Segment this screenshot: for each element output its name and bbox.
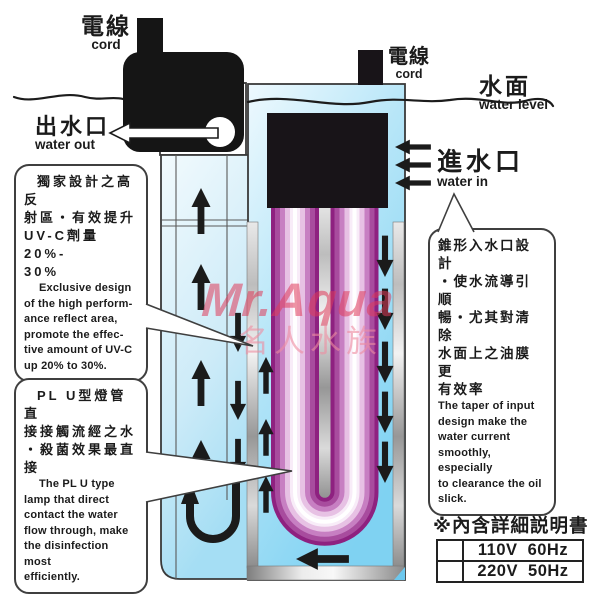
unit-cord-stub (358, 50, 383, 85)
voltage-checkbox-cell (438, 541, 464, 560)
callout-taper-zh: 錐形入水口設計 ・使水流導引順 暢・尤其對清除 水面上之油膜更 有效率 (438, 238, 531, 397)
reflector-right (392, 221, 405, 569)
voltage-spec: 110V 60Hz (477, 541, 569, 559)
voltage-checkbox-cell (438, 562, 464, 581)
pump-cord-stub (137, 18, 163, 56)
cord-pump-zh: 電線 (81, 13, 131, 39)
water-out-en: water out (35, 137, 96, 153)
uv-lamp (271, 196, 379, 546)
table-row: 110V 60Hz (438, 541, 582, 560)
callout-lamp-zh: PL U型燈管直 接接觸流經之水 ・殺菌效果最直 接 (24, 388, 137, 475)
cord-pump-en: cord (91, 37, 121, 53)
label-water-level: 水面 water level (479, 74, 548, 112)
label-water-out: 出水口 water out (35, 115, 110, 152)
callout-pl-lamp: PL U型燈管直 接接觸流經之水 ・殺菌效果最直 接 The PL U type… (14, 378, 148, 594)
water-out-arrow (108, 121, 219, 145)
voltage-spec: 220V 50Hz (477, 562, 569, 580)
water-in-zh: 進水口 (437, 148, 525, 176)
water-in-en: water in (437, 174, 489, 190)
water-level-zh: 水面 (479, 73, 531, 99)
label-water-in: 進水口 water in (437, 149, 524, 189)
water-line-left (12, 93, 125, 101)
reflector-left (246, 221, 259, 569)
label-cord-pump: 電線 cord (76, 14, 136, 52)
table-row: 220V 50Hz (438, 560, 582, 581)
pump-outlet (205, 117, 235, 147)
callout-lamp-en: The PL U type lamp that direct contact t… (24, 478, 129, 583)
inlet-housing (267, 113, 388, 208)
reflector-bottom (246, 565, 405, 581)
callout-reflect-en: Exclusive design of the high perform- an… (24, 282, 133, 372)
callout-reflect-area: 獨家設計之高反 射區・有效提升 UV-C劑量20%- 30% Exclusive… (14, 164, 148, 382)
water-line-right (246, 97, 555, 108)
label-cord-unit: 電線 cord (383, 47, 435, 81)
water-level-en: water level (479, 97, 549, 113)
tank-bottom-corner (394, 567, 405, 580)
callout-taper-en: The taper of input design make the water… (438, 400, 542, 505)
manual-note: ※內含詳細説明書 (433, 515, 589, 536)
callout-reflect-zh: 獨家設計之高反 射區・有效提升 UV-C劑量20%- 30% (24, 174, 137, 279)
spec-table: 110V 60Hz 220V 50Hz (436, 539, 584, 583)
cord-unit-zh: 電線 (388, 46, 430, 68)
callout-taper-inlet: 錐形入水口設計 ・使水流導引順 暢・尤其對清除 水面上之油膜更 有效率 The … (428, 228, 556, 516)
water-out-zh: 出水口 (35, 114, 111, 139)
pump (108, 18, 244, 152)
cord-unit-en: cord (395, 67, 423, 81)
